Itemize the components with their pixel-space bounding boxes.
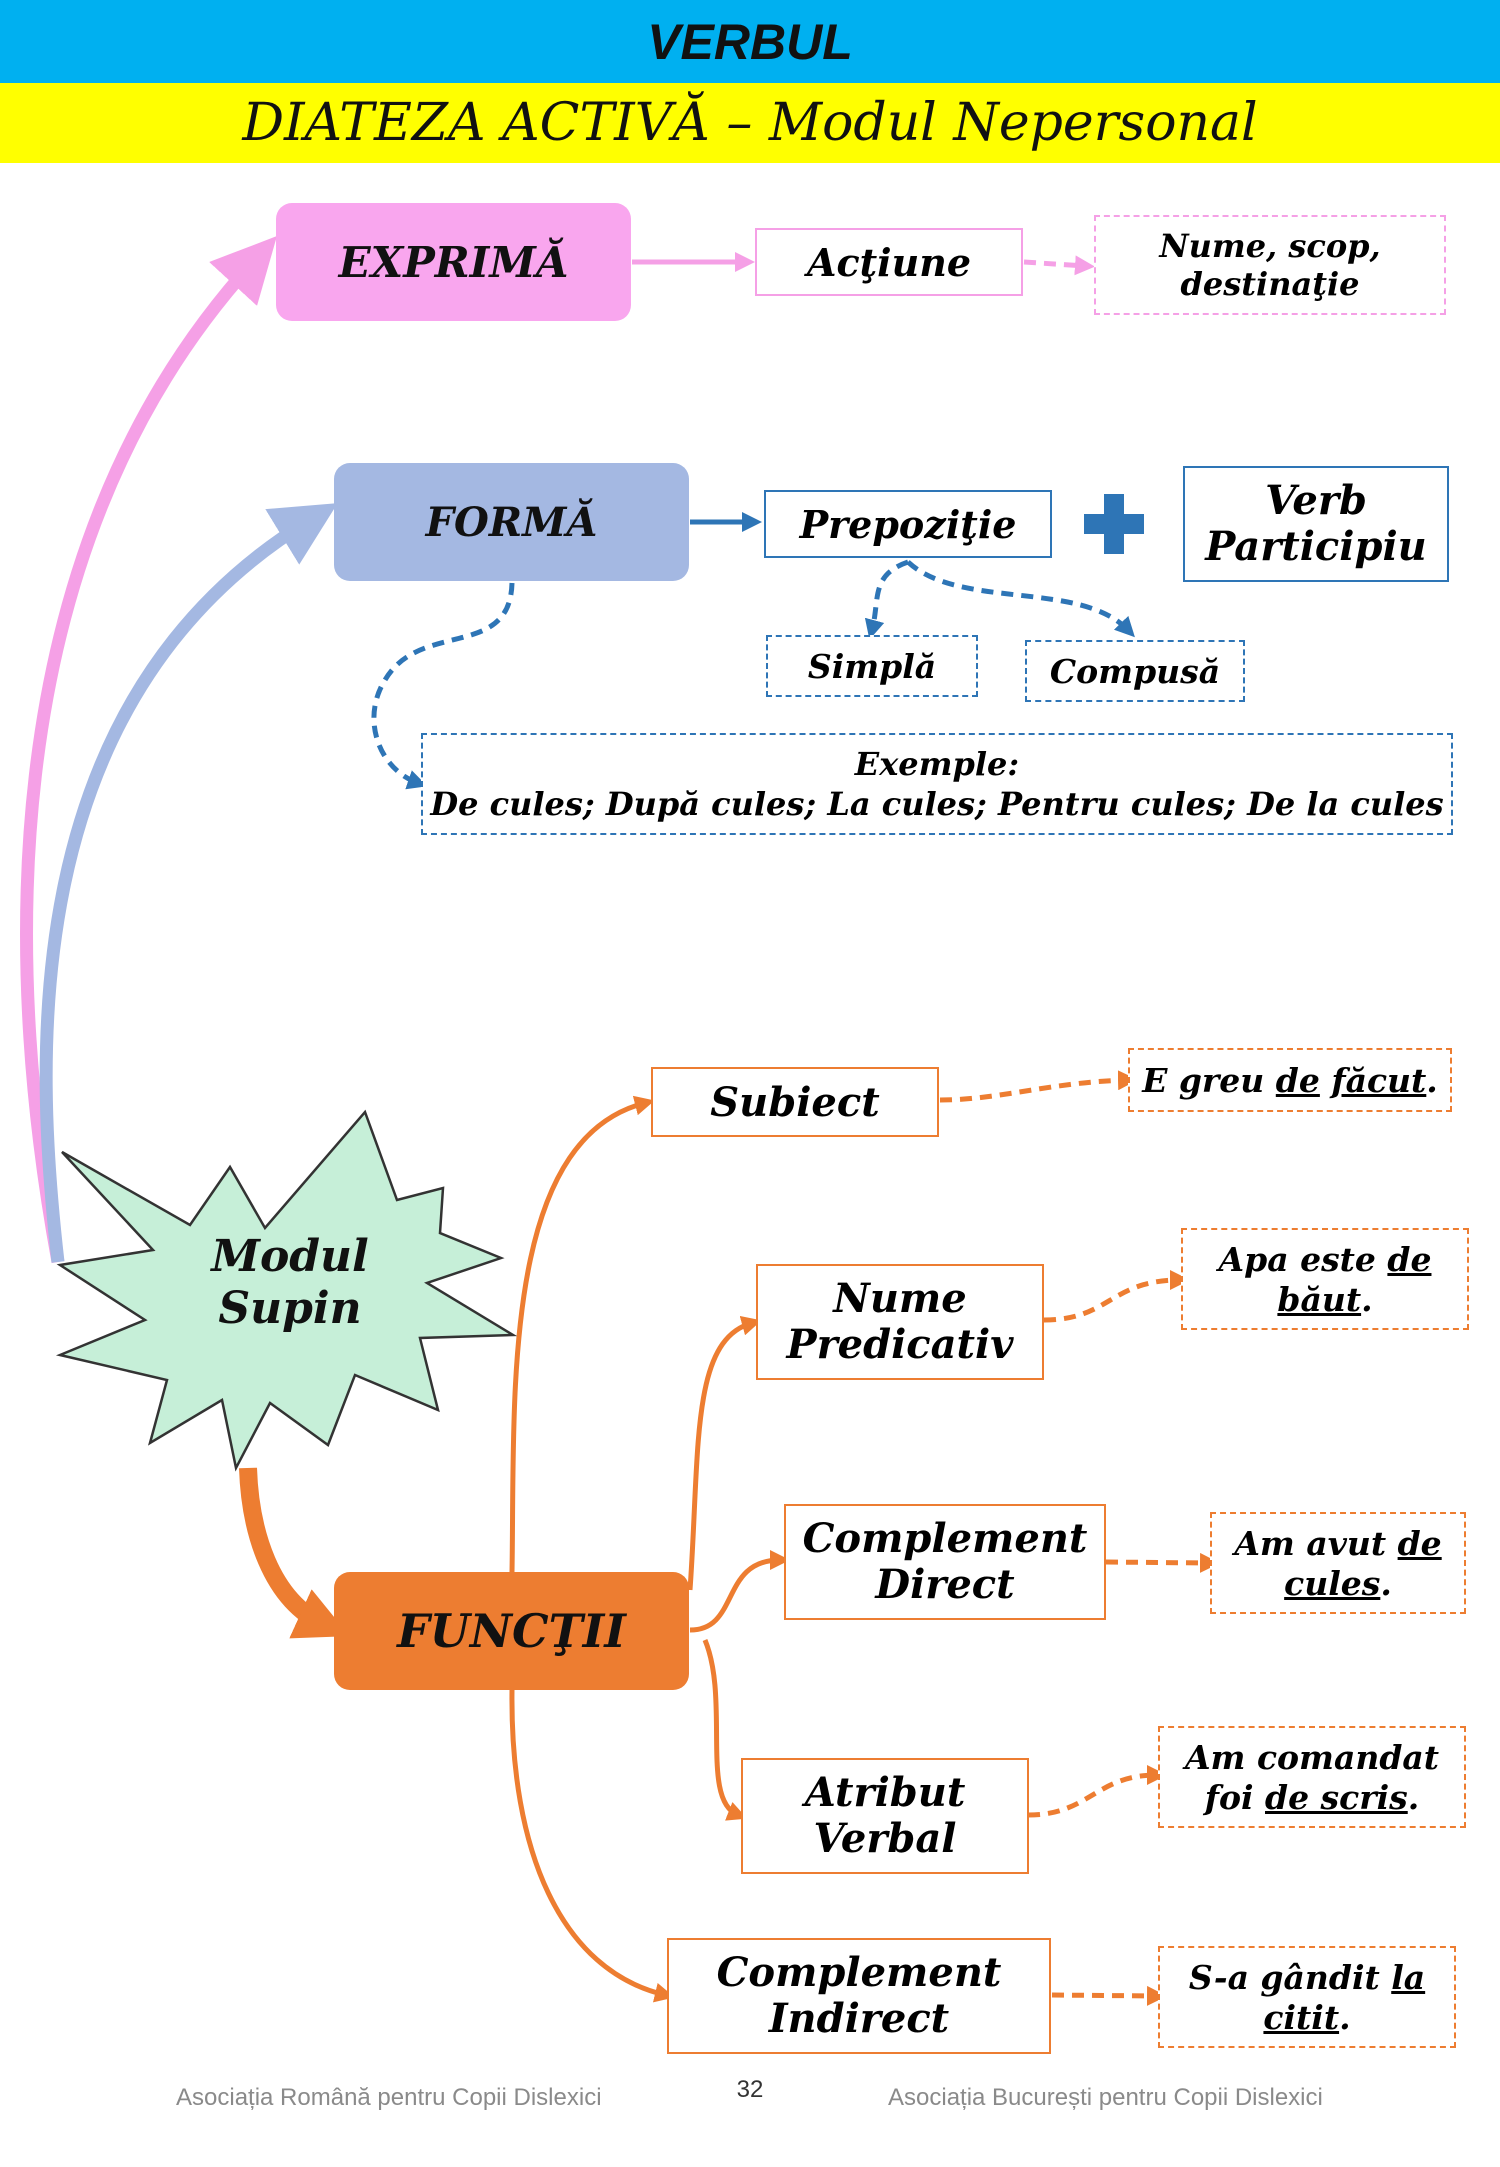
function-atribut-verbal-box: Atribut Verbal [741, 1758, 1029, 1874]
ex-subiect-u2: făcut [1331, 1060, 1427, 1100]
ex-av-u1: de scris [1265, 1778, 1408, 1817]
ex-av-post: . [1407, 1778, 1420, 1817]
page-title: VERBUL [0, 0, 1500, 83]
center-label-line2: Supin [218, 1282, 362, 1334]
ex-ci-post: . [1339, 1998, 1351, 2037]
example-subiect-box: E greu de făcut. [1128, 1048, 1452, 1112]
example-cd-box: Am avut de cules. [1210, 1512, 1466, 1614]
exprima-node: EXPRIMĂ [276, 203, 631, 321]
exprima-detail-line2: destinaţie [1180, 265, 1360, 303]
ex-ci-u1: la [1391, 1958, 1426, 1997]
verb-participiu-box: Verb Participiu [1183, 466, 1449, 582]
ex-cd-pre: Am avut [1234, 1524, 1398, 1563]
simpla-box: Simplă [766, 635, 978, 697]
ex-subiect-mid [1320, 1061, 1332, 1100]
ex-subiect-u1: de [1275, 1060, 1320, 1100]
ex-cd-u2: cules [1284, 1564, 1381, 1603]
page-subtitle: DIATEZA ACTIVĂ – Modul Nepersonal [0, 83, 1500, 163]
actiune-box: Acţiune [755, 228, 1023, 296]
functii-node: FUNCŢII [334, 1572, 689, 1690]
ex-np-u1: de [1387, 1240, 1432, 1279]
ex-subiect-pre: E greu [1142, 1060, 1276, 1100]
footer-left: Asociația Română pentru Copii Dislexici [176, 2084, 602, 2111]
compusa-box: Compusă [1025, 640, 1245, 702]
ex-ci-mid [1425, 1958, 1437, 1997]
function-subiect-label: Subiect [710, 1078, 880, 1126]
starburst-shape [55, 1109, 518, 1472]
ex-cd-post: . [1380, 1564, 1392, 1603]
ex-ci-u2: citit [1263, 1998, 1340, 2037]
center-label-line1: Modul [211, 1230, 369, 1282]
ex-np-pre: Apa este [1218, 1240, 1388, 1279]
function-np-line2: Predicativ [786, 1321, 1014, 1368]
function-complement-indirect-box: Complement Indirect [667, 1938, 1051, 2054]
examples-box: Exemple: De cules; După cules; La cules;… [421, 733, 1453, 835]
function-subiect-box: Subiect [651, 1067, 939, 1137]
examples-title: Exemple: [854, 745, 1020, 783]
verb-line1: Verb [1265, 477, 1367, 524]
function-cd-line2: Direct [875, 1561, 1015, 1608]
ex-ci-pre: S-a gândit [1188, 1958, 1392, 1997]
function-ci-line2: Indirect [768, 1995, 950, 2042]
page-number: 32 [736, 2076, 764, 2103]
verb-line2: Participiu [1205, 523, 1427, 570]
function-av-line2: Verbal [813, 1815, 957, 1862]
example-np-box: Apa este de băut. [1181, 1228, 1469, 1330]
exprima-detail-line1: Nume, scop, [1159, 227, 1381, 265]
ex-cd-mid [1442, 1524, 1454, 1563]
function-ci-line1: Complement [716, 1949, 1002, 1996]
ex-np-u2: băut [1277, 1280, 1362, 1319]
function-complement-direct-box: Complement Direct [784, 1504, 1106, 1620]
forma-node: FORMĂ [334, 463, 689, 581]
function-nume-predicativ-box: Nume Predicativ [756, 1264, 1044, 1380]
plus-icon [1084, 494, 1144, 554]
example-ci-box: S-a gândit la citit. [1158, 1946, 1456, 2048]
ex-np-post: . [1361, 1280, 1373, 1319]
function-av-line1: Atribut [804, 1769, 966, 1816]
ex-subiect-post: . [1426, 1060, 1438, 1100]
exprima-detail-box: Nume, scop, destinaţie [1094, 215, 1446, 315]
function-np-line1: Nume [833, 1275, 967, 1322]
ex-np-mid [1431, 1240, 1443, 1279]
prepozitie-box: Prepoziţie [764, 490, 1052, 558]
ex-av-pre: Am comandat foi [1184, 1738, 1451, 1817]
function-cd-line1: Complement [802, 1515, 1088, 1562]
example-av-box: Am comandat foi de scris. [1158, 1726, 1466, 1828]
ex-cd-u1: de [1397, 1524, 1442, 1563]
footer-right: Asociația București pentru Copii Dislexi… [888, 2084, 1323, 2111]
center-node-label: Modul Supin [180, 1225, 400, 1340]
examples-text: De cules; După cules; La cules; Pentru c… [430, 785, 1444, 823]
